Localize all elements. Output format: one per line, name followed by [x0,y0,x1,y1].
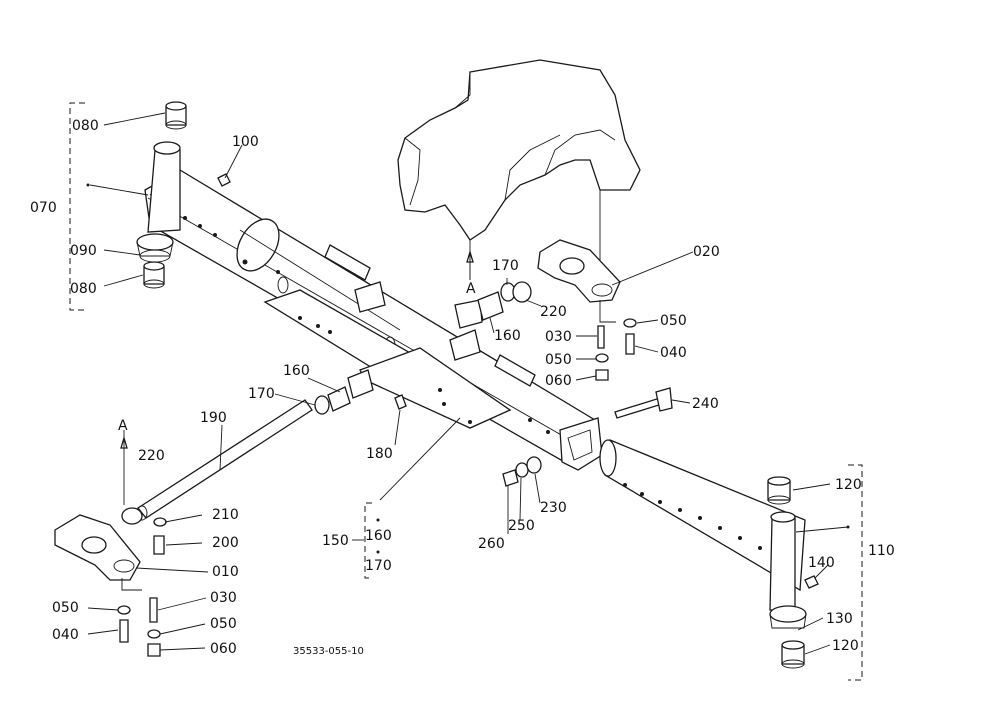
label-150: 150 [322,533,349,549]
label-020: 020 [693,244,720,260]
label-140: 140 [808,555,835,571]
label-130: 130 [826,611,853,627]
label-080-bottom: 080 [70,281,97,297]
label-050-right: 050 [545,352,572,368]
label-230: 230 [540,500,567,516]
label-060-right: 060 [545,373,572,389]
support-bracket-020 [537,239,637,381]
label-100: 100 [232,134,259,150]
pivot-pins [121,281,673,525]
label-170-center: 170 [248,386,275,402]
label-030-right: 030 [545,329,572,345]
label-110: 110 [868,543,895,559]
label-160-center: 160 [283,363,310,379]
label-mark-a-left: A [118,418,128,434]
label-160-set: 160 [365,528,392,544]
left-knuckle-assembly [69,101,231,311]
label-240: 240 [692,396,719,412]
label-200: 200 [212,535,239,551]
label-030-left: 030 [210,590,237,606]
label-040-left: 040 [52,627,79,643]
drawing-code: 35533-055-10 [293,646,364,657]
label-180: 180 [366,446,393,462]
beam-brackets [324,244,536,387]
label-250: 250 [508,518,535,534]
label-220-top: 220 [540,304,567,320]
label-260: 260 [478,536,505,552]
support-bracket-010 [54,514,167,657]
label-mark-a-top: A [466,281,476,297]
label-120-top: 120 [835,477,862,493]
label-120-bottom: 120 [832,638,859,654]
label-050-left: 050 [52,600,79,616]
label-050-left-lower: 050 [210,616,237,632]
label-210: 210 [212,507,239,523]
leader-lines [87,112,849,655]
tractor-frame-outline [397,59,641,280]
right-knuckle-assembly [599,439,863,681]
label-160-top: 160 [494,328,521,344]
label-090: 090 [70,243,97,259]
label-080-top: 080 [72,118,99,134]
label-170-top: 170 [492,258,519,274]
label-190: 190 [200,410,227,426]
label-060-left: 060 [210,641,237,657]
label-170-set: 170 [365,558,392,574]
label-040-right: 040 [660,345,687,361]
part-labels: 080 100 070 090 080 020 170 A 220 160 03… [30,118,895,657]
label-070: 070 [30,200,57,216]
label-010: 010 [212,564,239,580]
label-220-left: 220 [138,448,165,464]
label-050-right-top: 050 [660,313,687,329]
